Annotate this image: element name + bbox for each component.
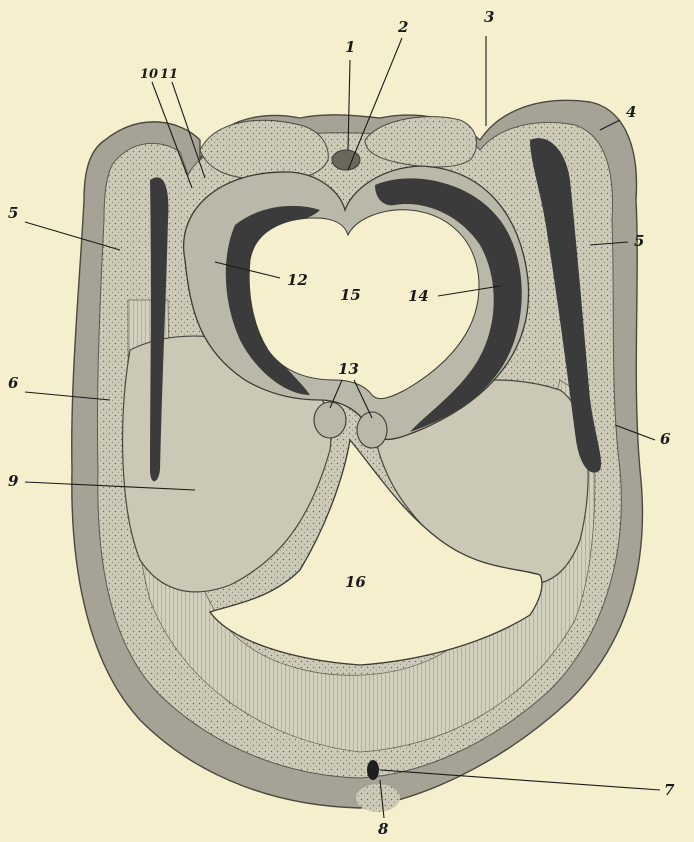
- midline-body: [332, 150, 360, 170]
- label-13: 13: [338, 360, 359, 378]
- label-10: 10: [140, 67, 158, 82]
- label-9: 9: [8, 472, 19, 490]
- label-7: 7: [664, 781, 675, 799]
- label-14: 14: [408, 287, 429, 305]
- top-left-lobe: [200, 120, 328, 180]
- label-5-right: 5: [634, 232, 644, 250]
- label-6-right: 6: [660, 430, 671, 448]
- label-2: 2: [397, 18, 408, 36]
- label-1: 1: [345, 38, 355, 56]
- label-5-left: 5: [8, 204, 18, 222]
- label-15: 15: [340, 286, 361, 304]
- label-16: 16: [345, 573, 366, 591]
- bottom-dotted-patch: [356, 784, 400, 812]
- label-4: 4: [626, 103, 636, 121]
- label-6-left: 6: [8, 374, 19, 392]
- label-3: 3: [484, 8, 494, 26]
- label-8: 8: [378, 820, 389, 838]
- label-11: 11: [160, 67, 178, 82]
- bottom-spot: [367, 760, 379, 780]
- label-12: 12: [287, 271, 308, 289]
